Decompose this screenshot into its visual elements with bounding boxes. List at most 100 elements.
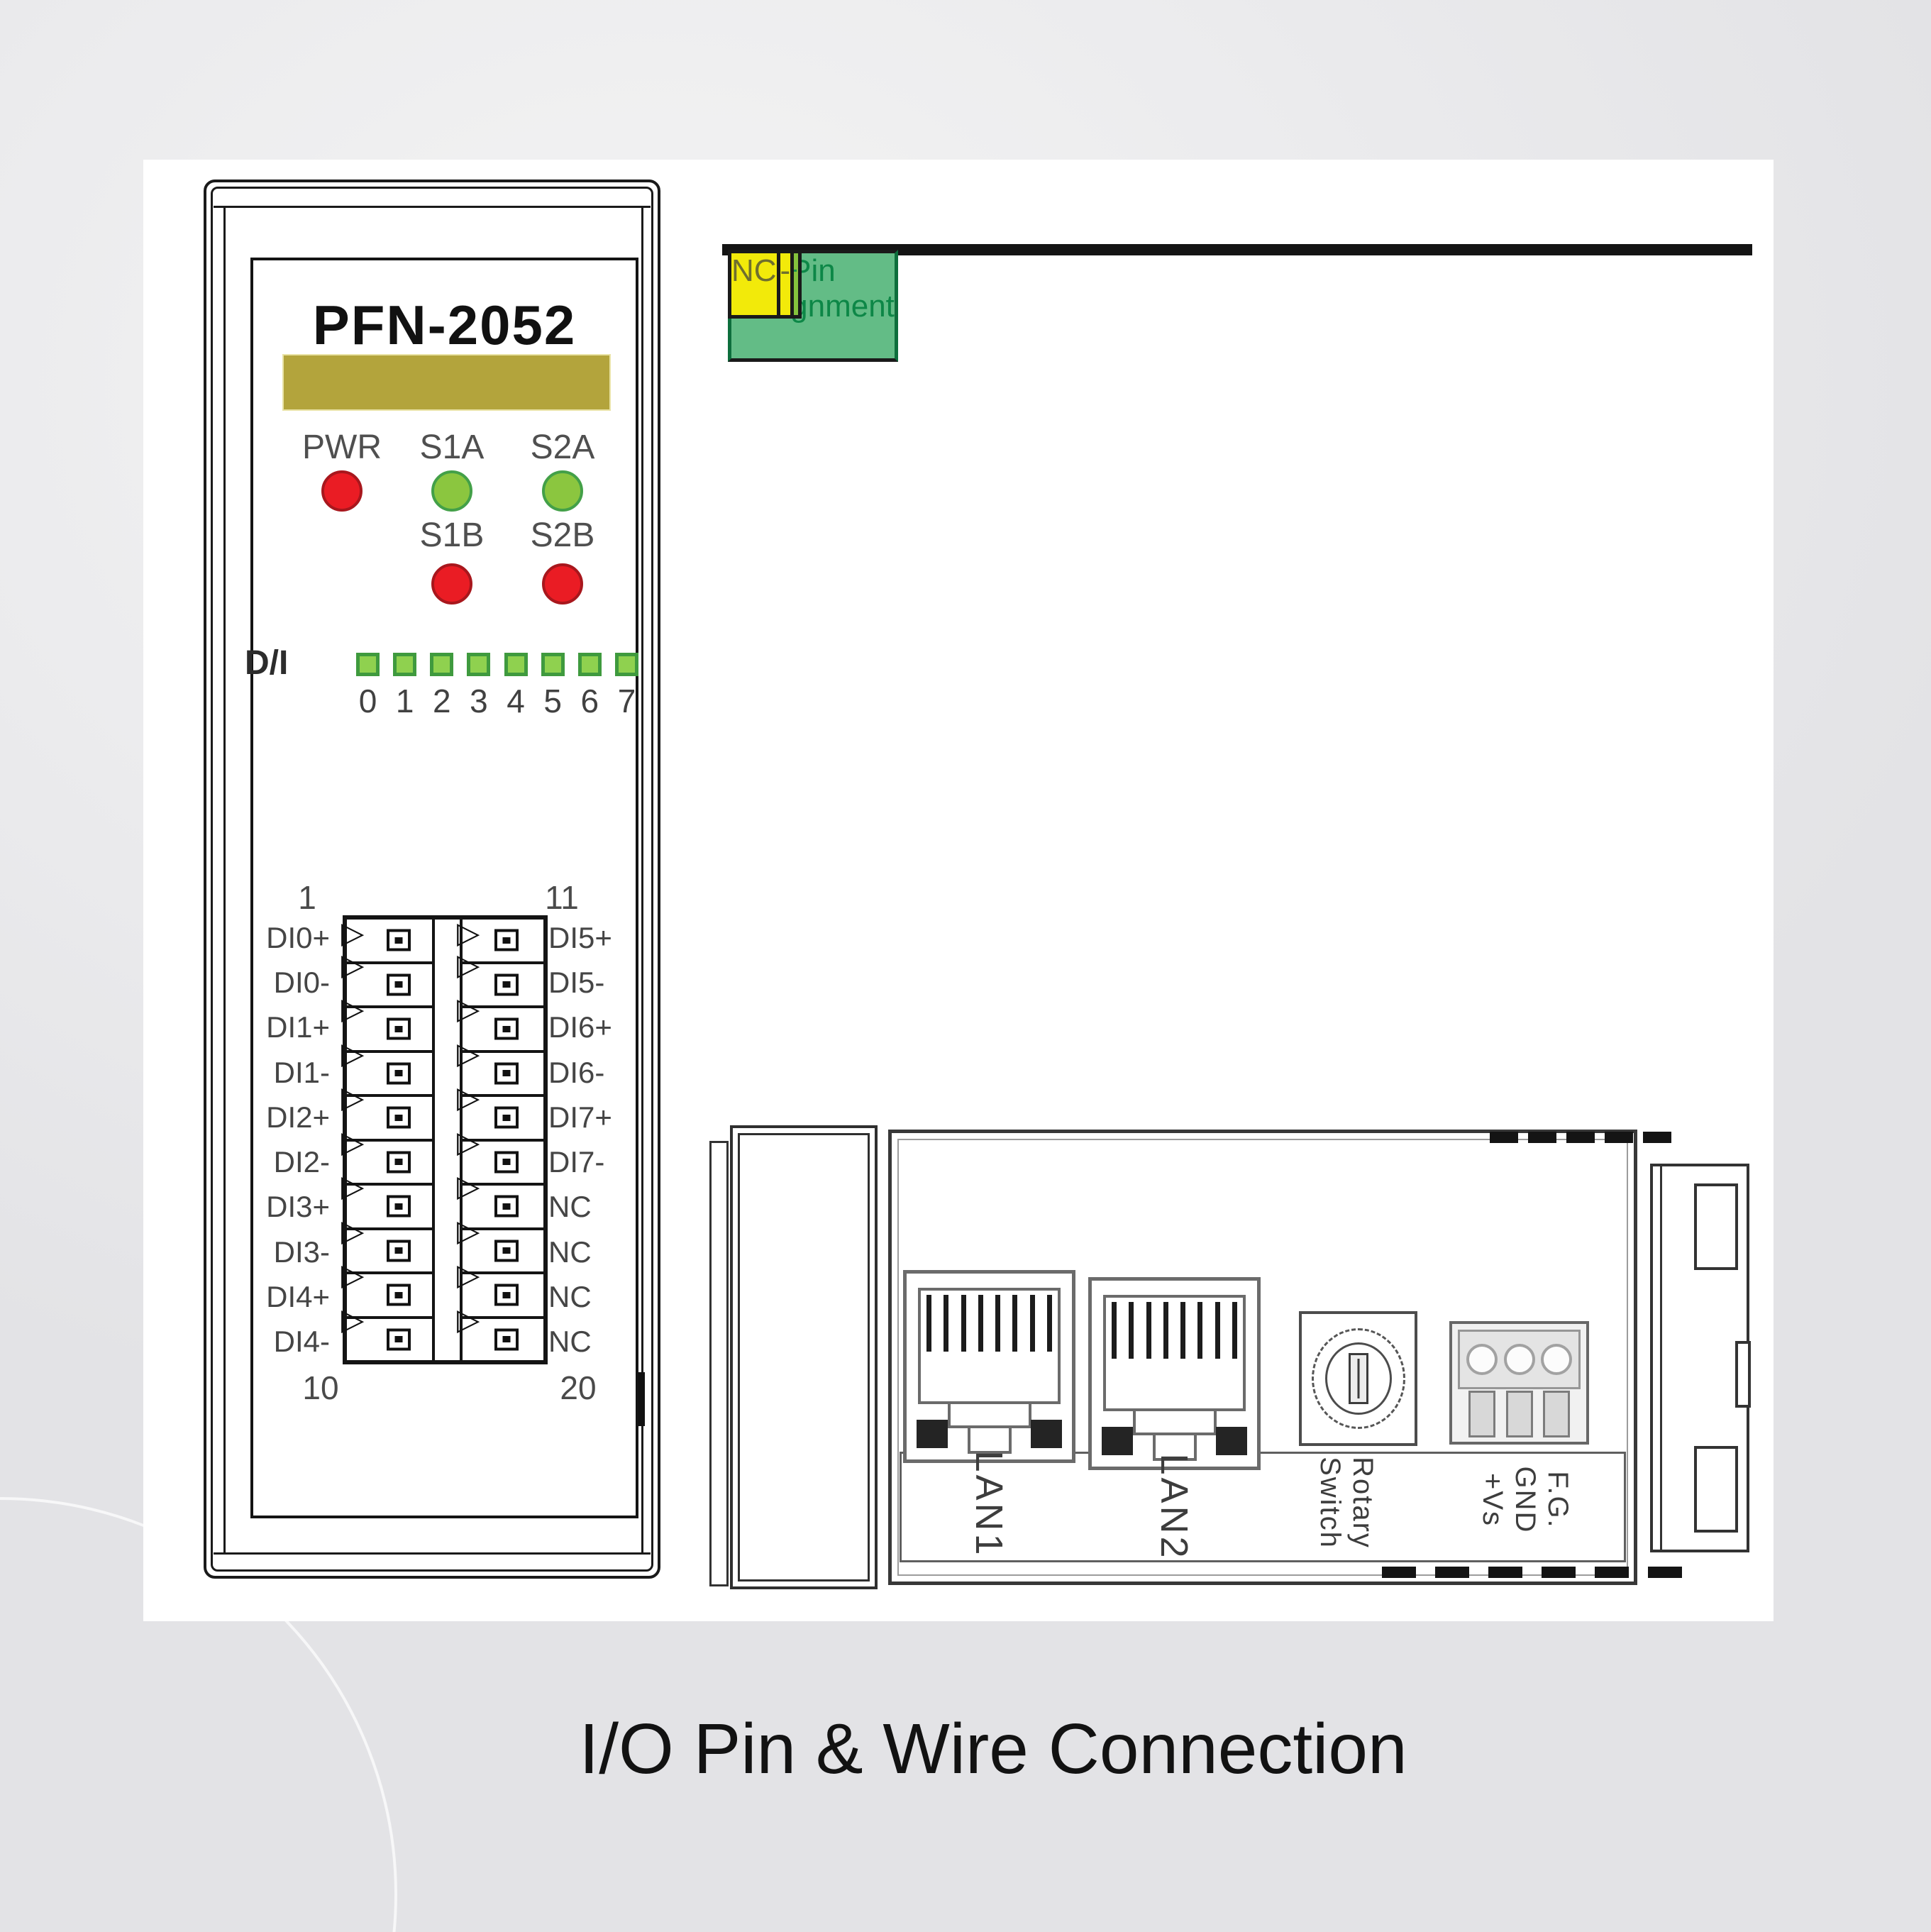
terminal-cell: ▷	[457, 918, 543, 964]
bracket-clip	[1694, 1183, 1738, 1270]
terminal-cell: ▷	[341, 1304, 432, 1361]
caption: I/O Pin & Wire Connection	[579, 1709, 1407, 1789]
lan1-port	[903, 1270, 1075, 1463]
model-label: PFN-2052	[312, 294, 577, 356]
terminal-column-left: ▷▷▷▷▷▷▷▷▷▷	[341, 918, 435, 1361]
di-channel-number: 1	[395, 683, 414, 719]
di-led-square	[356, 653, 380, 676]
terminal-column-right: ▷▷▷▷▷▷▷▷▷▷	[457, 918, 543, 1361]
screw-icon	[494, 1062, 519, 1085]
pin-label: DI2+	[266, 1100, 330, 1134]
terminal-cell: ▷	[341, 1083, 432, 1142]
di-channel-number: 7	[617, 683, 636, 719]
device-right-wall-line	[641, 206, 643, 1555]
terminal-block: ▷▷▷▷▷▷▷▷▷▷ ▷▷▷▷▷▷▷▷▷▷	[341, 915, 548, 1364]
pin-label: DI3-	[273, 1235, 330, 1269]
screw-icon	[494, 1017, 519, 1040]
s1a-led	[431, 470, 472, 512]
terminal-cell: ▷	[457, 1260, 543, 1319]
di-led-square	[504, 653, 528, 676]
clamp-wedge-icon: ▷	[457, 915, 480, 950]
rj45-latch-slot	[1152, 1433, 1197, 1461]
pin-label: DI6+	[548, 1010, 612, 1044]
led-label-s2b: S2B	[530, 517, 595, 554]
led-label-s1b: S1B	[419, 517, 485, 554]
power-terminal-slots	[1458, 1391, 1581, 1437]
clamp-wedge-icon: ▷	[457, 1169, 480, 1203]
screw-icon	[494, 929, 519, 951]
clamp-wedge-icon: ▷	[457, 1080, 480, 1115]
clamp-wedge-icon: ▷	[341, 991, 365, 1026]
clamp-wedge-icon: ▷	[341, 1080, 365, 1115]
power-label-line: F.G.	[1542, 1471, 1573, 1529]
terminal-hole	[1541, 1344, 1573, 1375]
di-channel-number: 3	[470, 683, 488, 719]
din-rail-bracket	[1650, 1164, 1751, 1552]
pin-label: NC	[548, 1325, 592, 1359]
terminal-cell: ▷	[341, 1038, 432, 1097]
di-indicator-row	[356, 653, 638, 676]
power-terminal-holes	[1458, 1330, 1581, 1389]
terminal-cell: ▷	[341, 994, 432, 1053]
di-label: D/I	[245, 644, 289, 682]
pin-label: DI6-	[548, 1055, 605, 1089]
led-label-s1a: S1A	[419, 429, 485, 466]
vent-dashes-top	[1490, 1132, 1671, 1143]
di-led-square	[467, 653, 491, 676]
terminal-number-20: 20	[560, 1369, 597, 1406]
screw-icon	[494, 1151, 519, 1174]
pin-label: DI0+	[266, 920, 330, 954]
pin-label: DI4-	[273, 1325, 330, 1359]
bracket-notch	[1735, 1341, 1751, 1408]
di-channel-number: 6	[580, 683, 599, 719]
rj45-mount-pad	[1031, 1420, 1062, 1448]
led-label-s2a: S2A	[530, 429, 595, 466]
screw-icon	[387, 1240, 411, 1262]
pin-label: DI7-	[548, 1145, 605, 1179]
clamp-wedge-icon: ▷	[341, 1124, 365, 1159]
terminal-cell: ▷	[341, 1260, 432, 1319]
device-front-inner-line	[211, 187, 653, 1572]
terminal-slot	[1468, 1391, 1495, 1437]
s1b-led	[431, 563, 472, 605]
di-channel-number: 5	[543, 683, 562, 719]
left-pin-labels: DI0+DI0-DI1+DI1-DI2+DI2-DI3+DI3-DI4+DI4-	[253, 915, 330, 1364]
pin-label: DI1+	[266, 1010, 330, 1044]
power-connector	[1449, 1321, 1589, 1445]
pwr-led	[321, 470, 363, 512]
screw-icon	[387, 973, 411, 996]
di-led-square	[430, 653, 454, 676]
rotary-switch	[1299, 1311, 1417, 1446]
rj45-mount-pad	[917, 1420, 948, 1448]
screw-icon	[387, 1106, 411, 1129]
terminal-cell: ▷	[457, 1171, 543, 1230]
pin-label: DI4+	[266, 1280, 330, 1314]
screw-icon	[387, 1151, 411, 1174]
vent-dashes-bottom	[1382, 1567, 1682, 1578]
lan2-port	[1088, 1277, 1261, 1470]
di-led-square	[541, 653, 565, 676]
bottom-label-strip	[900, 1452, 1626, 1562]
di-channel-number: 2	[432, 683, 451, 719]
power-terminal-labels: F.G. GND +Vs	[1476, 1429, 1574, 1571]
s2b-led	[542, 563, 583, 605]
device-top-cap-line	[214, 206, 651, 208]
pin-label: NC	[548, 1280, 592, 1314]
terminal-cell: ▷	[457, 1127, 543, 1186]
screw-icon	[494, 1284, 519, 1306]
bracket-clip	[1694, 1446, 1738, 1533]
rotary-screw-slot	[1348, 1353, 1368, 1404]
screw-icon	[387, 1284, 411, 1306]
terminal-cell: ▷	[457, 1083, 543, 1142]
di-led-square	[577, 653, 602, 676]
terminal-cell: ▷	[457, 1304, 543, 1361]
screw-icon	[494, 1106, 519, 1129]
power-label-line: GND	[1510, 1466, 1541, 1534]
clamp-wedge-icon: ▷	[457, 1257, 480, 1292]
screw-icon	[387, 1328, 411, 1351]
clamp-wedge-icon: ▷	[457, 1124, 480, 1159]
